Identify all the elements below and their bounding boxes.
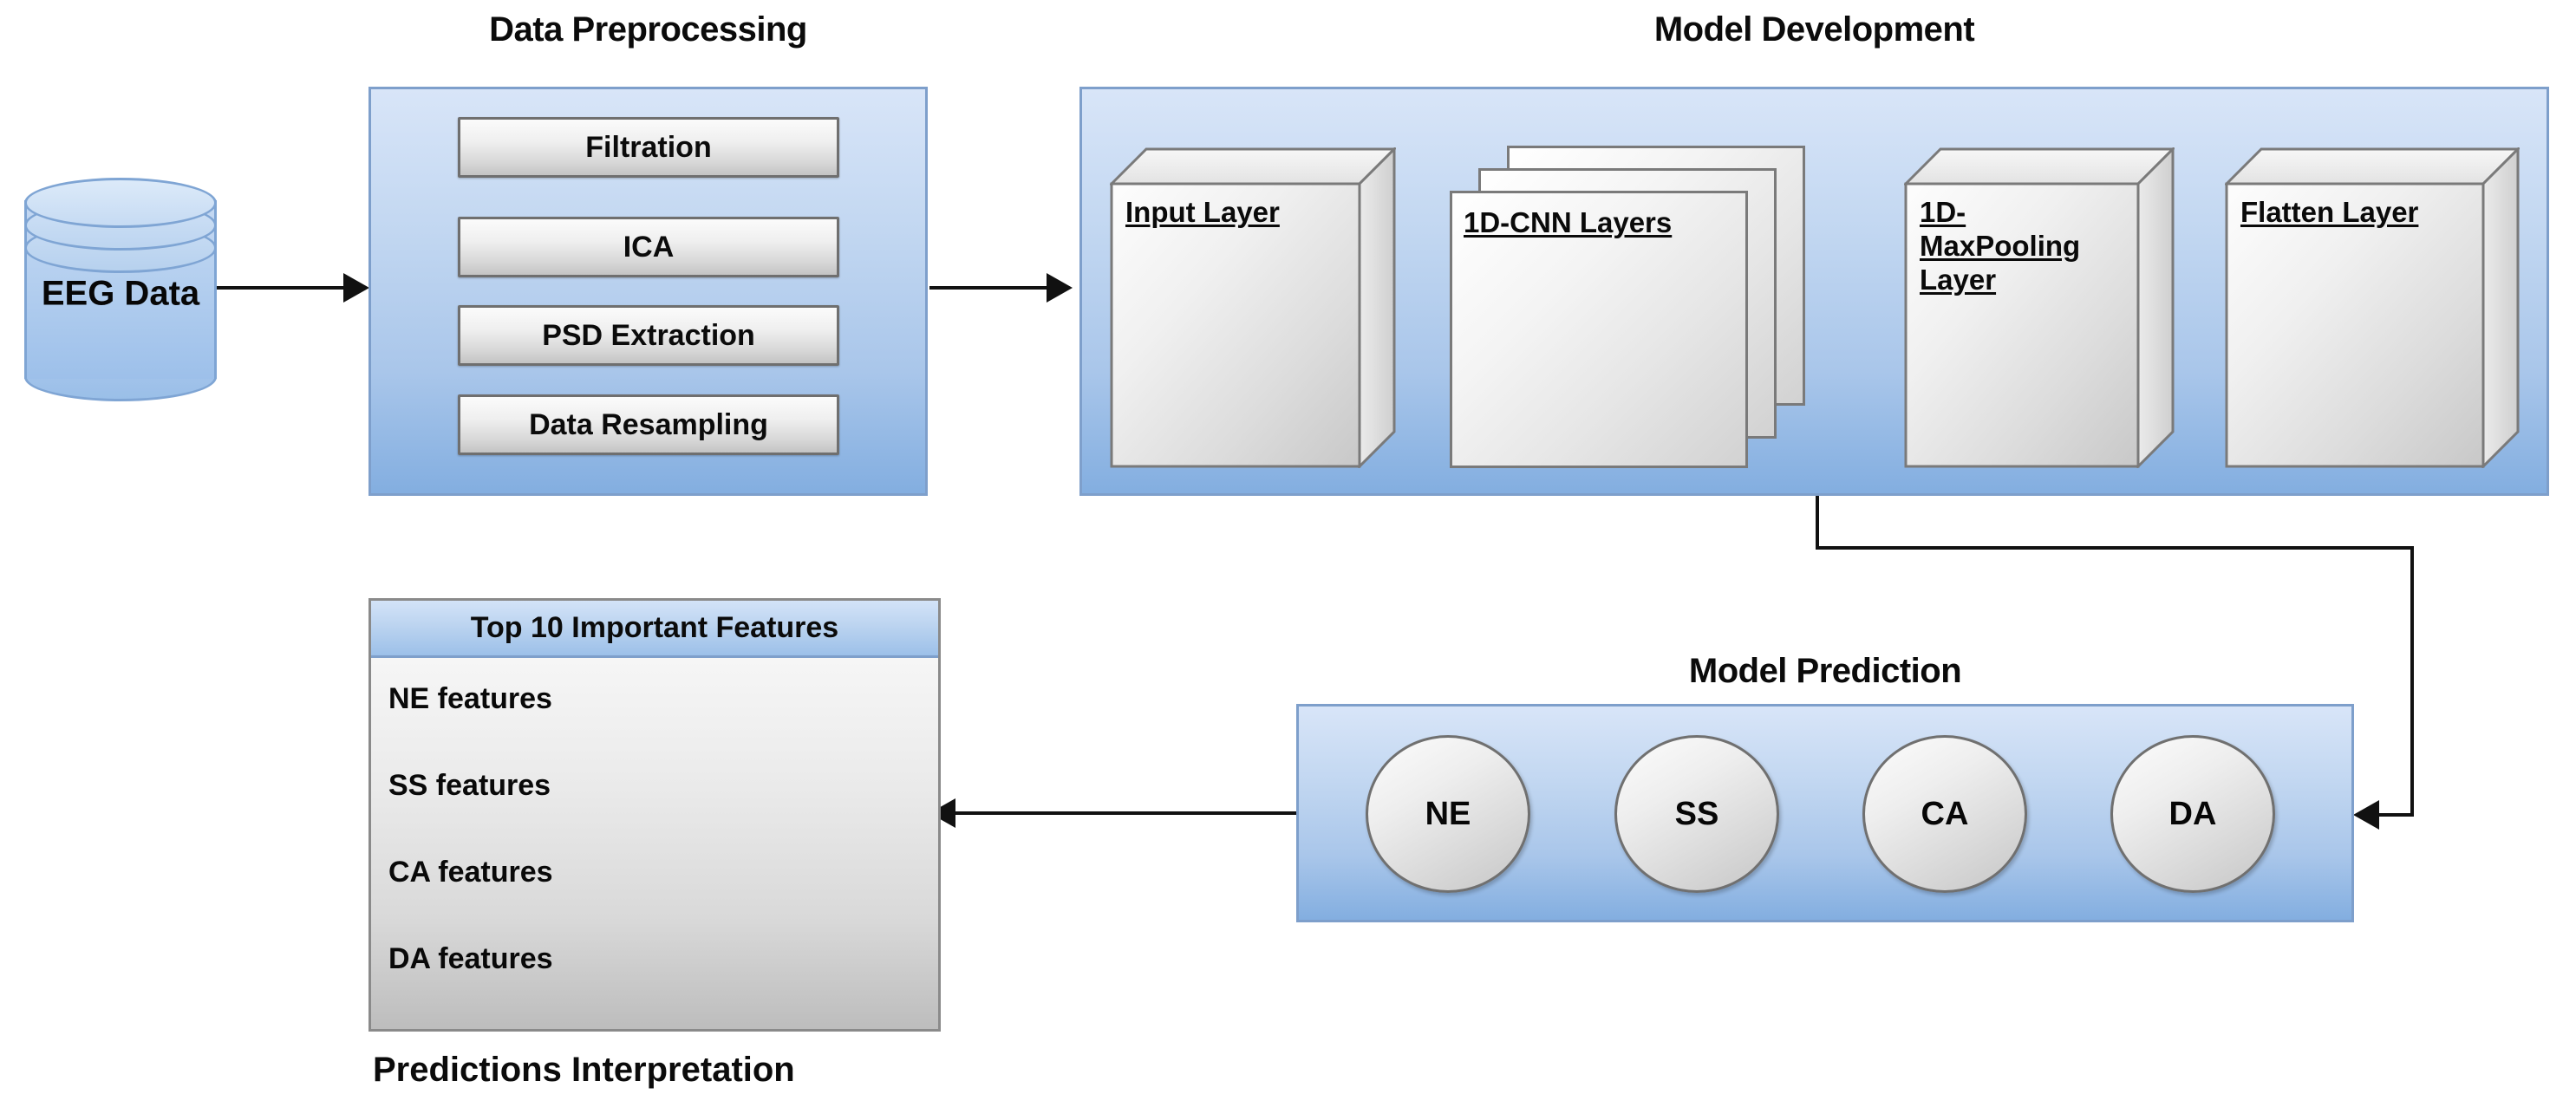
preprocessing-step-filtration[interactable]: Filtration: [458, 117, 839, 178]
prediction-class-ca[interactable]: CA: [1862, 735, 2027, 893]
layer-1d-cnn-layers[interactable]: 1D-CNN Layers: [1450, 146, 1831, 468]
prediction-class-da[interactable]: DA: [2110, 735, 2275, 893]
input-layer-label: Input Layer: [1125, 196, 1280, 228]
layer-1d-maxpooling-layer[interactable]: 1D-MaxPooling Layer: [1904, 147, 2175, 468]
connector-md-to-mp-horizontal-1: [1816, 546, 2414, 550]
eeg-data-label: EEG Data: [41, 274, 200, 313]
model-development-title: Model Development: [1653, 10, 1975, 49]
top-features-card: Top 10 Important Features NE features SS…: [368, 598, 941, 1032]
maxpooling-layer-3d-shape: [1904, 147, 2175, 468]
layer-input-layer[interactable]: Input Layer: [1110, 147, 1396, 468]
feature-row-ne: NE features: [388, 682, 552, 715]
feature-row-ca: CA features: [388, 856, 553, 889]
maxpooling-layer-label: 1D-MaxPooling Layer: [1920, 196, 2081, 296]
predictions-interpretation-caption: Predictions Interpretation: [373, 1051, 795, 1089]
prediction-class-ss[interactable]: SS: [1614, 735, 1779, 893]
connector-preprocessing-to-model-development: [929, 286, 1047, 290]
model-prediction-title: Model Prediction: [1688, 652, 1962, 690]
connector-md-to-mp-horizontal-2: [2379, 813, 2414, 817]
cnn-sheet-front: [1450, 191, 1748, 468]
arrowhead-preprocessing-to-model-development: [1047, 273, 1073, 303]
preprocessing-step-psd-extraction[interactable]: PSD Extraction: [458, 305, 839, 366]
preprocessing-step-ica[interactable]: ICA: [458, 217, 839, 277]
layer-flatten-layer[interactable]: Flatten Layer: [2225, 147, 2520, 468]
cylinder-top-cap: [24, 178, 217, 228]
prediction-class-ne[interactable]: NE: [1366, 735, 1530, 893]
flatten-layer-label: Flatten Layer: [2240, 196, 2419, 228]
connector-md-to-mp-vertical-1: [1816, 496, 1819, 550]
flatten-layer-3d-shape: [2225, 147, 2520, 468]
data-preprocessing-title: Data Preprocessing: [489, 10, 807, 49]
feature-row-da: DA features: [388, 942, 553, 975]
input-layer-3d-shape: [1110, 147, 1396, 468]
top-features-card-header: Top 10 Important Features: [371, 601, 938, 658]
arrowhead-md-to-mp: [2353, 800, 2379, 830]
connector-eeg-to-preprocessing: [217, 286, 347, 290]
connector-prediction-to-features: [954, 811, 1296, 815]
feature-row-ss: SS features: [388, 769, 551, 802]
preprocessing-step-data-resampling[interactable]: Data Resampling: [458, 394, 839, 455]
top-features-card-body: NE features SS features CA features DA f…: [371, 658, 938, 1029]
arrowhead-eeg-to-preprocessing: [343, 273, 369, 303]
eeg-data-cylinder: EEG Data: [24, 178, 217, 401]
cnn-layers-label: 1D-CNN Layers: [1464, 206, 1673, 238]
connector-md-to-mp-vertical-2: [2410, 546, 2414, 815]
